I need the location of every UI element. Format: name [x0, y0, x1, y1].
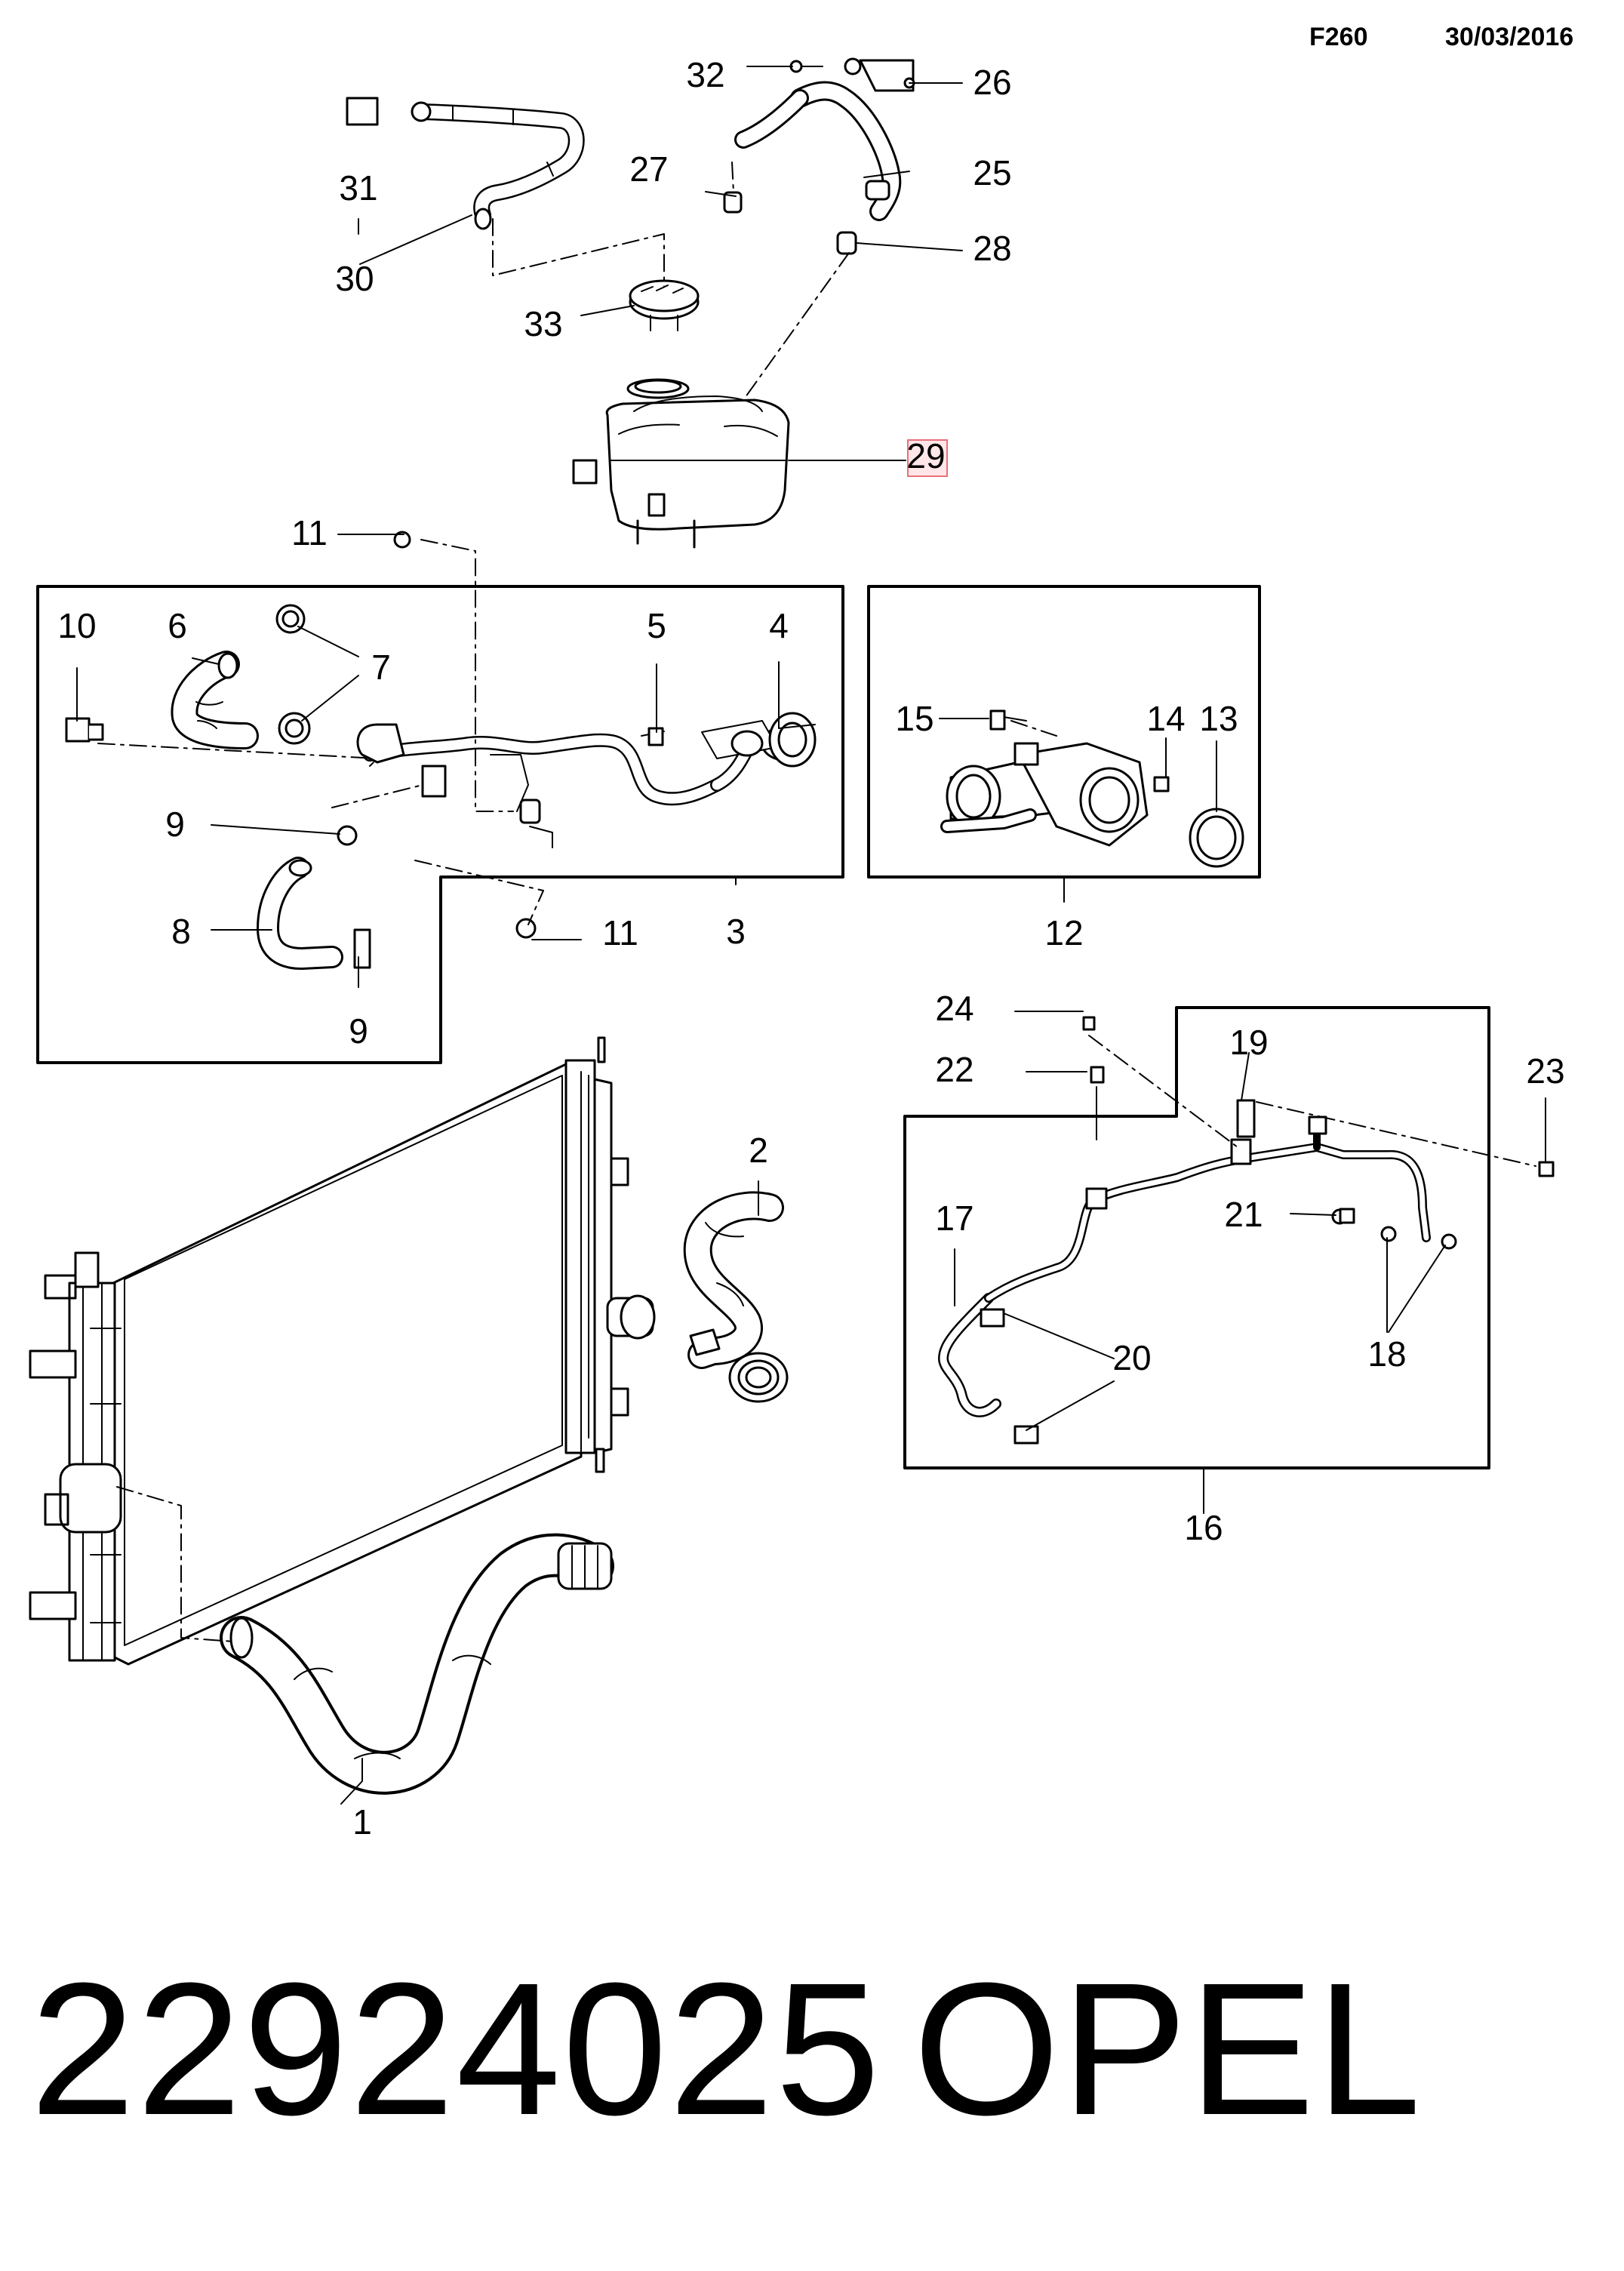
callout-7[interactable]: 7 [371, 648, 391, 687]
hose-6 [171, 651, 259, 749]
vent-hose-upper-left [346, 97, 585, 230]
callout-11-b[interactable]: 11 [602, 913, 638, 952]
thermostat-housing-assembly [940, 709, 1149, 847]
callout-22[interactable]: 22 [935, 1050, 973, 1089]
callout-5[interactable]: 5 [647, 606, 666, 645]
seal-ring-13 [1189, 808, 1244, 868]
hose-8 [257, 825, 371, 970]
callout-32[interactable]: 32 [686, 55, 724, 94]
callout-10[interactable]: 10 [57, 606, 96, 645]
callout-26[interactable]: 26 [973, 63, 1011, 102]
callout-6[interactable]: 6 [168, 606, 187, 645]
callout-23[interactable]: 23 [1526, 1051, 1564, 1091]
group-frame-16 [903, 1006, 1490, 1469]
diagram-code: F260 [1309, 23, 1368, 51]
heater-pipe-assembly [938, 1016, 1555, 1445]
callout-2[interactable]: 2 [749, 1131, 768, 1170]
callout-25[interactable]: 25 [973, 153, 1011, 192]
coolant-reservoir [572, 378, 790, 549]
callout-3[interactable]: 3 [726, 912, 746, 951]
clamps-7 [275, 604, 311, 745]
callout-29[interactable]: 29 [906, 436, 945, 475]
brand-name: OPEL [913, 1943, 1423, 2154]
reservoir-hose-upper-right [723, 57, 940, 255]
callout-33[interactable]: 33 [524, 304, 562, 343]
callout-27[interactable]: 27 [629, 149, 668, 189]
callout-31[interactable]: 31 [339, 168, 377, 208]
callout-30[interactable]: 30 [335, 259, 374, 298]
callout-24[interactable]: 24 [935, 989, 973, 1028]
group-frame-3 [36, 585, 844, 1064]
callout-19[interactable]: 19 [1229, 1023, 1268, 1062]
callout-9[interactable]: 9 [165, 805, 185, 844]
part-number: 22924025 [30, 1943, 882, 2154]
callout-20[interactable]: 20 [1112, 1338, 1151, 1377]
callout-17[interactable]: 17 [935, 1199, 973, 1238]
leader-lines [76, 66, 1546, 1805]
lower-radiator-hose [220, 1533, 614, 1795]
callout-13[interactable]: 13 [1199, 699, 1238, 738]
nut-14 [1153, 776, 1170, 792]
exploded-parts-diagram: 1234567891011121314151617181920212223242… [29, 55, 1565, 1842]
coolant-pipe-assembly [363, 720, 809, 848]
upper-radiator-hose [683, 1191, 789, 1403]
callout-12[interactable]: 12 [1044, 913, 1083, 952]
highlighted-callout-box[interactable] [907, 439, 948, 477]
callout-4[interactable]: 4 [769, 606, 789, 645]
callout-1[interactable]: 1 [352, 1802, 372, 1842]
callout-16[interactable]: 16 [1184, 1508, 1223, 1547]
connector-10 [65, 717, 104, 743]
callout-14[interactable]: 14 [1146, 699, 1185, 738]
callout-11[interactable]: 11 [291, 513, 328, 552]
callout-9-b[interactable]: 9 [349, 1011, 368, 1051]
callout-28[interactable]: 28 [973, 229, 1011, 268]
bolts-group3 [393, 531, 665, 939]
callout-15[interactable]: 15 [895, 699, 933, 738]
reservoir-cap [629, 279, 700, 331]
radiator [29, 1036, 656, 1666]
gasket [768, 712, 817, 768]
callout-18[interactable]: 18 [1367, 1334, 1406, 1374]
callout-21[interactable]: 21 [1224, 1195, 1263, 1234]
callout-8[interactable]: 8 [171, 912, 191, 951]
diagram-date: 30/03/2016 [1445, 23, 1574, 51]
